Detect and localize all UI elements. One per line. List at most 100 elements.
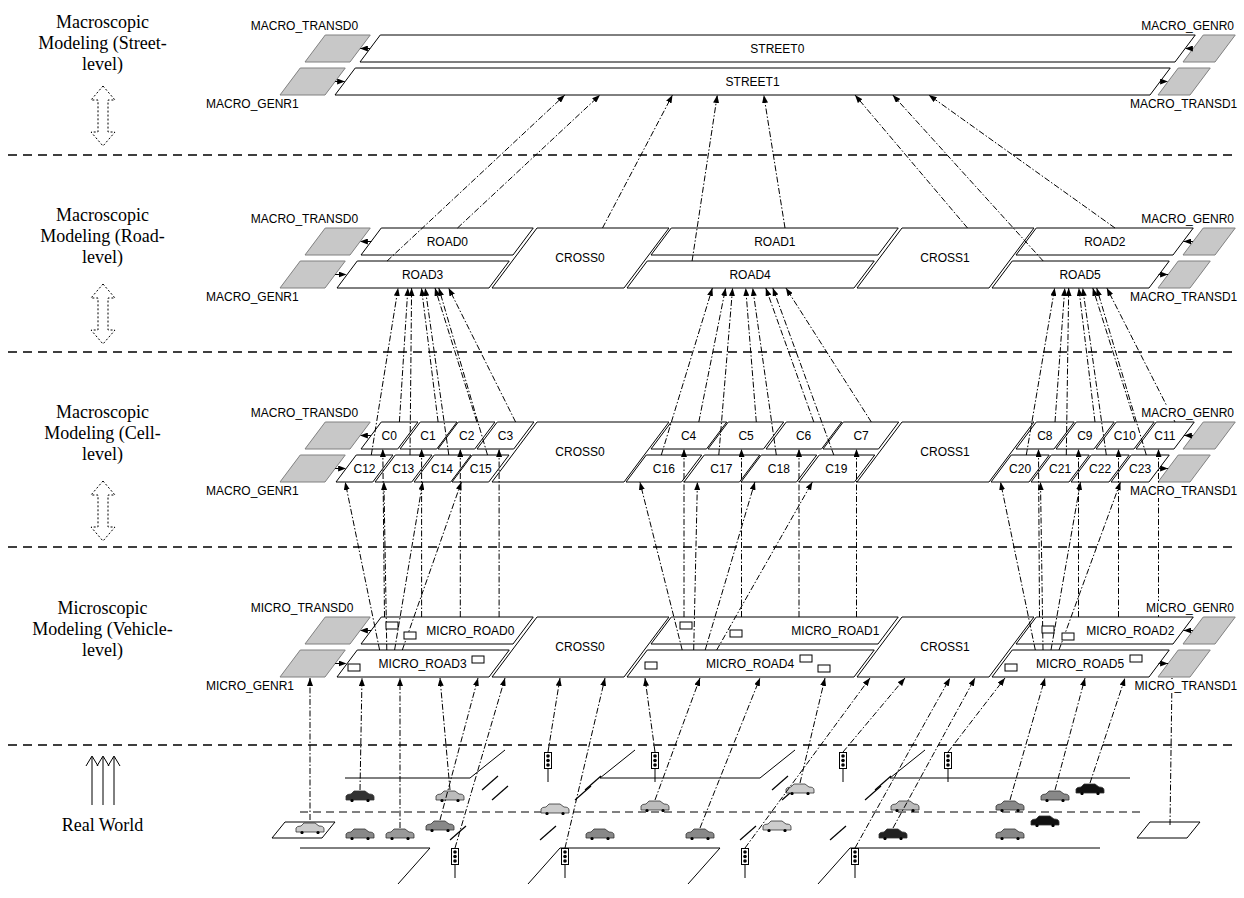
observation-arrow <box>1090 678 1125 783</box>
traffic-light <box>852 849 859 879</box>
terminal-label: MICRO_TRANSD1 <box>1134 679 1239 693</box>
car <box>586 829 614 840</box>
road-outline <box>560 848 720 849</box>
segment-label: C16 <box>652 462 676 476</box>
crosswalk <box>575 786 591 800</box>
upward-arrows <box>92 757 93 805</box>
crosswalk <box>492 786 508 800</box>
parallelogram-outline <box>305 228 370 255</box>
terminal-label: MACRO_GENR0 <box>1140 212 1235 226</box>
segment-label: C7 <box>852 429 869 443</box>
segment-box: ROAD3 <box>337 261 509 288</box>
connector-arrow <box>335 274 347 275</box>
segment-label: ROAD5 <box>1058 268 1101 282</box>
parallelogram-outline <box>1158 261 1210 288</box>
observation-arrow <box>1010 678 1045 800</box>
segment-box: MICRO_ROAD1 <box>651 617 898 644</box>
terminal-box: MACRO_GENR1 <box>280 68 345 95</box>
parallelogram-shape <box>1016 228 1193 255</box>
connector-arrow <box>929 95 1115 228</box>
parallelogram-shape <box>361 228 533 255</box>
parallelogram-shape <box>651 617 898 644</box>
upward-arrows <box>86 756 98 766</box>
terminal-label: MACRO_TRANSD0 <box>250 406 359 420</box>
segment-box: C19 <box>799 455 875 482</box>
connector-arrow <box>1159 274 1169 275</box>
segment-box: MICRO_ROAD4 <box>627 650 874 677</box>
segment-label: C22 <box>1088 462 1112 476</box>
segment-label: CROSS1 <box>919 445 970 459</box>
road-outline <box>398 848 430 884</box>
terminal-box: MACRO_TRANSD1 <box>1158 68 1210 95</box>
terminal-box: MICRO_GENR1 <box>280 650 345 677</box>
parallelogram-outline <box>280 650 345 677</box>
terminal-box: MACRO_TRANSD1 <box>1158 261 1210 288</box>
car <box>641 801 669 812</box>
connector-arrow <box>766 288 814 422</box>
connector-arrow <box>855 95 968 228</box>
segment-label: MICRO_ROAD0 <box>425 624 515 638</box>
segment-label: C1 <box>419 429 436 443</box>
upward-arrows <box>97 756 109 766</box>
segment-box: MICRO_ROAD5 <box>992 650 1169 677</box>
segment-label: C17 <box>709 462 733 476</box>
connector-arrow <box>399 288 408 422</box>
terminal-box: MACRO_TRANSD1 <box>1158 455 1210 482</box>
segment-label: C6 <box>795 429 812 443</box>
road-outline <box>272 750 1200 884</box>
road-outline <box>470 750 505 778</box>
terminal-label: MICRO_GENR0 <box>1145 601 1235 615</box>
segment-label: MICRO_ROAD5 <box>1035 657 1125 671</box>
segment-label: STREET1 <box>725 75 781 89</box>
observation-arrow <box>455 678 505 848</box>
traffic-light <box>742 849 749 879</box>
segment-label: C9 <box>1076 429 1093 443</box>
segment-label: C5 <box>737 429 754 443</box>
parallelogram-outline <box>1158 650 1210 677</box>
parallelogram-shape <box>627 261 874 288</box>
segment-label: C4 <box>680 429 697 443</box>
crosswalk <box>540 826 556 840</box>
parallelogram-shape <box>280 68 345 95</box>
parallelogram-shape <box>1183 228 1235 255</box>
observation-arrow <box>310 678 1172 848</box>
observation-arrow <box>655 678 700 800</box>
terminal-box: MACRO_TRANSD0 <box>305 35 370 62</box>
segment-label: ROAD4 <box>728 268 771 282</box>
car <box>426 821 454 832</box>
terminal-box: MACRO_GENR0 <box>1183 422 1235 449</box>
parallelogram-shape <box>280 650 345 677</box>
connector-arrow <box>1158 449 1159 617</box>
car <box>1041 791 1069 802</box>
terminal-box: MACRO_GENR1 <box>280 455 345 482</box>
segment-box: ROAD1 <box>651 228 898 255</box>
hollow-double-arrow <box>91 284 115 344</box>
connector-arrow <box>699 288 726 422</box>
observation-arrow <box>800 678 825 783</box>
parallelogram-shape <box>799 455 875 482</box>
road-outline <box>300 848 430 849</box>
terminal-label: MACRO_TRANSD0 <box>250 212 359 226</box>
observation-arrow <box>360 678 362 790</box>
observation-arrow <box>310 678 311 820</box>
crosswalk <box>740 826 756 840</box>
road-outline <box>818 848 850 884</box>
segment-box: MICRO_ROAD2 <box>1016 617 1193 644</box>
observation-arrow <box>855 678 950 848</box>
layer-label: Macroscopic Modeling (Street-level) <box>25 12 180 75</box>
segment-label: C2 <box>458 429 475 443</box>
car <box>1076 784 1104 795</box>
segment-label: C18 <box>767 462 791 476</box>
terminal-box: MICRO_TRANSD1 <box>1158 650 1210 677</box>
segment-box: ROAD0 <box>361 228 533 255</box>
connector-arrow <box>449 288 516 422</box>
crosswalk <box>782 786 798 800</box>
parallelogram-shape <box>360 35 1195 62</box>
terminal-label: MACRO_TRANSD1 <box>1129 484 1238 498</box>
parallelogram-outline <box>1183 228 1235 255</box>
segment-box: STREET1 <box>335 68 1170 95</box>
parallelogram-shape <box>280 261 345 288</box>
layer-separator <box>8 155 1236 745</box>
connector-arrow <box>1079 288 1095 422</box>
